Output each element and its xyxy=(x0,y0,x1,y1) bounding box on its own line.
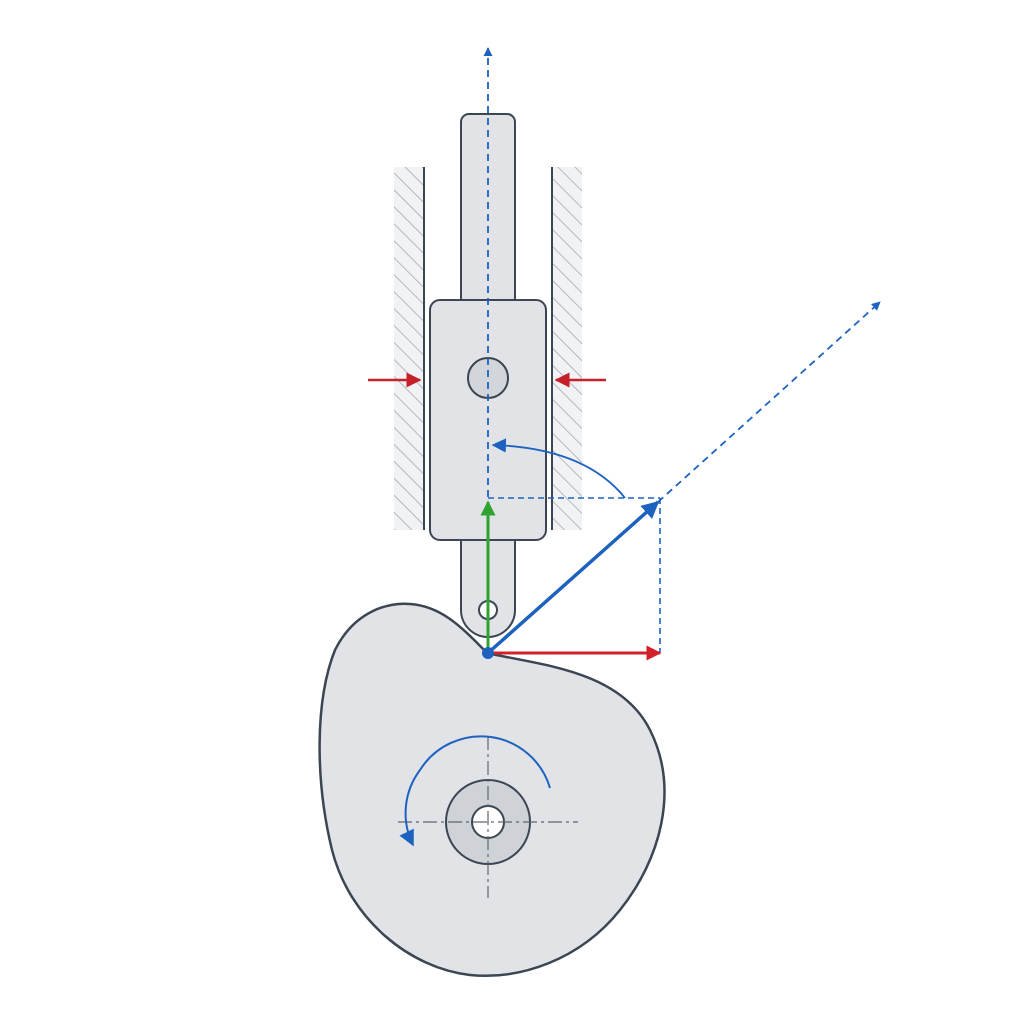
guide-walls xyxy=(394,167,582,530)
pressure-angle-arc xyxy=(491,438,626,499)
guide-wall-left xyxy=(394,167,424,530)
force-construction-lines xyxy=(488,497,661,653)
rotation-arrow-ccw-icon xyxy=(399,735,551,847)
normal-force-arrow xyxy=(486,500,660,655)
guide-wall-right xyxy=(552,167,582,530)
contact-point xyxy=(482,647,494,659)
normal-force-line xyxy=(657,301,881,503)
cam-centerlines xyxy=(398,736,578,898)
